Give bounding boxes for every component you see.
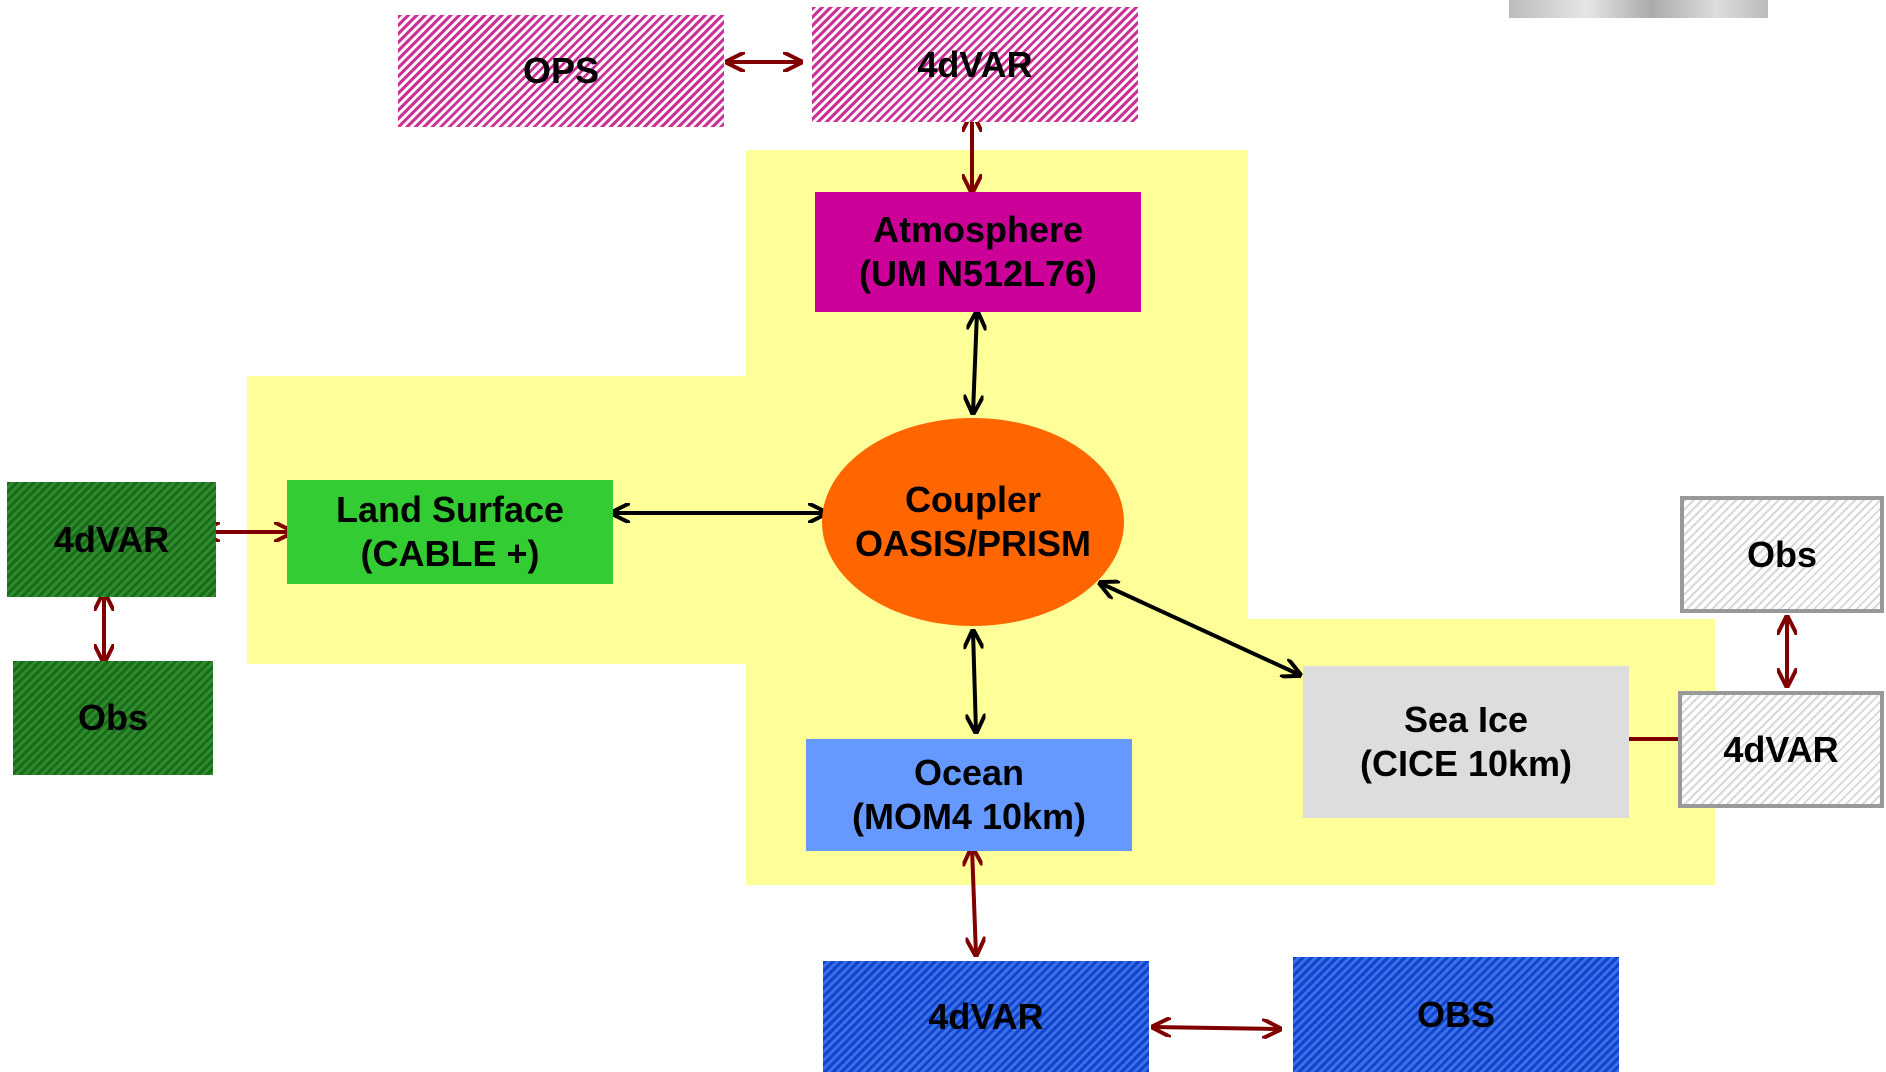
- coupler-detail: OASIS/PRISM: [854, 523, 1092, 564]
- arrow-ocean-4dvar: [972, 848, 976, 955]
- atmosphere-4dvar-box: 4dVAR: [812, 7, 1138, 122]
- ocean-model-detail: (MOM4 10km): [851, 796, 1087, 837]
- arrow-coupler-seaice: [1100, 583, 1300, 675]
- atmosphere-model-name: Atmosphere: [872, 209, 1084, 250]
- sea-ice-model-name: Sea Ice: [1403, 699, 1529, 740]
- sea-ice-model-detail: (CICE 10km): [1359, 743, 1573, 784]
- atmosphere-model-box: Atmosphere (UM N512L76): [815, 192, 1141, 312]
- arrow-coupler-ocean: [973, 631, 976, 732]
- ocean-model-box: Ocean (MOM4 10km): [806, 739, 1132, 851]
- sea-ice-obs-label: Obs: [1746, 533, 1817, 575]
- land-surface-model-box: Land Surface (CABLE +): [287, 480, 613, 584]
- atmosphere-4dvar-label: 4dVAR: [917, 43, 1033, 85]
- ops-label: OPS: [522, 50, 600, 91]
- ops-box: OPS: [398, 15, 724, 127]
- logo-image: [1509, 0, 1768, 18]
- ocean-4dvar-box: 4dVAR: [823, 961, 1149, 1072]
- ocean-model-name: Ocean: [913, 752, 1025, 793]
- arrow-atmosphere-coupler: [973, 312, 977, 413]
- land-surface-model-name: Land Surface: [335, 489, 565, 530]
- land-surface-model-detail: (CABLE +): [360, 533, 540, 574]
- land-4dvar-box: 4dVAR: [7, 482, 216, 597]
- ocean-obs-box: OBS: [1293, 957, 1619, 1072]
- arrow-ocean-4dvar-obs: [1153, 1027, 1280, 1029]
- sea-ice-4dvar-label: 4dVAR: [1723, 728, 1839, 770]
- sea-ice-obs-box: Obs: [1680, 496, 1884, 613]
- ocean-4dvar-label: 4dVAR: [928, 995, 1044, 1037]
- land-4dvar-label: 4dVAR: [53, 518, 170, 560]
- coupler-ellipse: Coupler OASIS/PRISM: [822, 418, 1124, 626]
- atmosphere-model-detail: (UM N512L76): [858, 253, 1098, 294]
- land-obs-label: Obs: [77, 697, 148, 738]
- ocean-obs-label: OBS: [1416, 993, 1495, 1035]
- land-obs-box: Obs: [13, 661, 213, 775]
- sea-ice-4dvar-box: 4dVAR: [1678, 691, 1884, 808]
- sea-ice-model-box: Sea Ice (CICE 10km): [1303, 666, 1629, 818]
- coupler-name: Coupler: [904, 479, 1041, 520]
